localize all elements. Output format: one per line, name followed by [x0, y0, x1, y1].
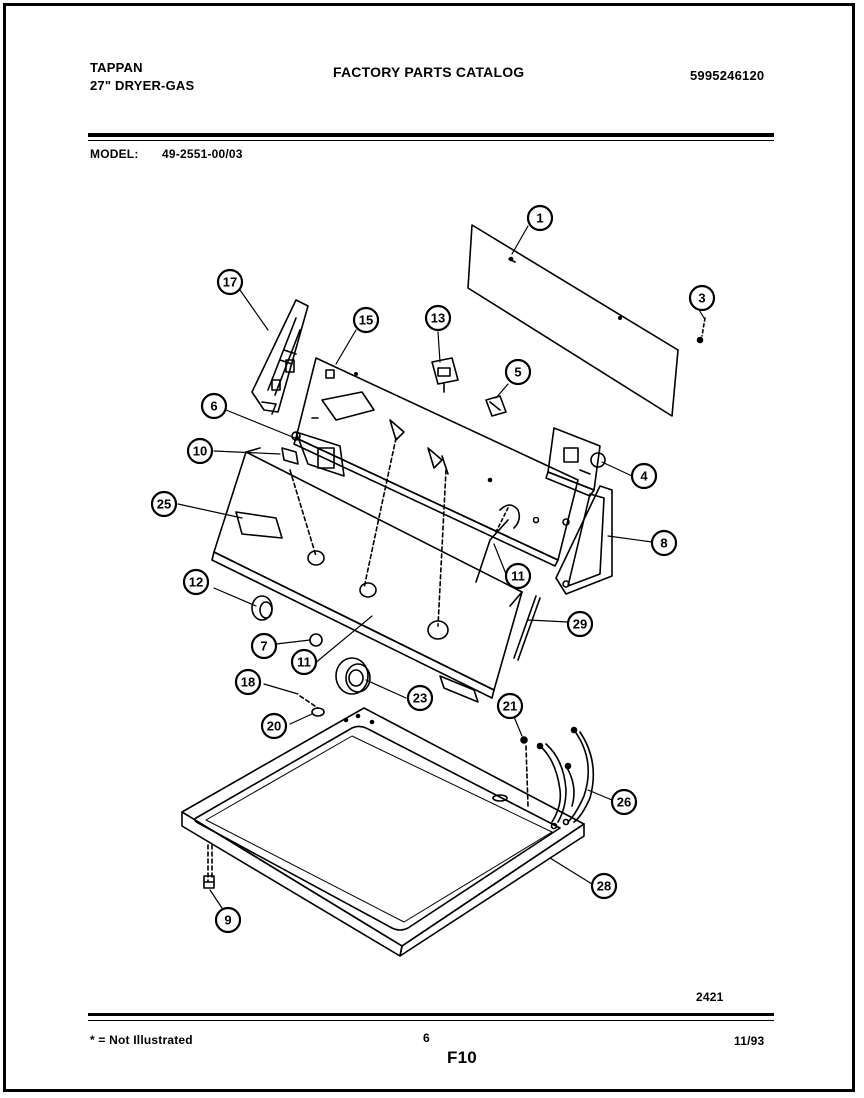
- callout-29: 29: [566, 610, 594, 638]
- callout-number: 7: [260, 639, 267, 654]
- callout-5: 5: [504, 358, 532, 386]
- callout-4: 4: [630, 462, 658, 490]
- callout-number: 11: [511, 569, 525, 584]
- assembly-lines: [207, 437, 529, 883]
- callout-number: 3: [698, 291, 705, 306]
- callout-7: 7: [250, 632, 278, 660]
- part-end-cap: [555, 485, 613, 595]
- callout-11: 11: [290, 648, 318, 676]
- drawing-number: 2421: [696, 990, 724, 1004]
- callout-9: 9: [214, 906, 242, 934]
- callout-number: 6: [210, 399, 217, 414]
- callout-number: 10: [193, 444, 207, 459]
- product-name: 27" DRYER-GAS: [90, 78, 195, 93]
- part-bracket-17: [251, 299, 309, 415]
- brand-name: TAPPAN: [90, 60, 143, 75]
- callout-15: 15: [352, 306, 380, 334]
- part-clip-13: [431, 357, 459, 393]
- callout-number: 21: [503, 699, 517, 714]
- header-rule-thin: [88, 140, 774, 141]
- callout-number: 1: [536, 211, 543, 226]
- callout-number: 23: [413, 691, 427, 706]
- panel-clips: [389, 419, 449, 475]
- part-screw-20: [311, 707, 325, 717]
- part-screw: [696, 317, 706, 344]
- page-border: [3, 3, 855, 1092]
- callout-number: 5: [514, 365, 521, 380]
- part-screw-21: [520, 736, 528, 744]
- callout-8: 8: [650, 529, 678, 557]
- callout-3: 3: [688, 284, 716, 312]
- callout-28: 28: [590, 872, 618, 900]
- callout-number: 20: [267, 719, 281, 734]
- callout-10: 10: [186, 437, 214, 465]
- callout-23: 23: [406, 684, 434, 712]
- callout-number: 11: [297, 655, 311, 670]
- callout-number: 9: [224, 913, 231, 928]
- part-timer: [545, 427, 606, 497]
- not-illustrated-note: * = Not Illustrated: [90, 1033, 193, 1047]
- callout-11: 11: [504, 562, 532, 590]
- footer-rule-thick: [88, 1013, 774, 1016]
- part-control-panel: [293, 357, 579, 567]
- callout-number: 8: [660, 536, 667, 551]
- part-knob-12: [251, 595, 273, 621]
- callout-number: 13: [431, 311, 445, 326]
- callout-number: 4: [640, 469, 648, 484]
- callout-21: 21: [496, 692, 524, 720]
- callout-25: 25: [150, 490, 178, 518]
- part-lamp-holder: [281, 431, 345, 477]
- callout-12: 12: [182, 568, 210, 596]
- model-number: 49-2551-00/03: [162, 147, 243, 161]
- part-console-front: [211, 447, 523, 703]
- part-switch-5: [485, 395, 507, 417]
- footer-date: 11/93: [734, 1034, 765, 1048]
- part-wire-harness: [475, 504, 521, 583]
- footer-rule-thin: [88, 1020, 774, 1021]
- callout-number: 28: [597, 879, 611, 894]
- callout-number: 15: [359, 313, 373, 328]
- header-rule-thick: [88, 133, 774, 137]
- callout-6: 6: [200, 392, 228, 420]
- callout-number: 17: [223, 275, 237, 290]
- part-rod: [513, 595, 541, 661]
- callout-13: 13: [424, 304, 452, 332]
- catalog-number: 5995246120: [690, 68, 765, 83]
- callout-17: 17: [216, 268, 244, 296]
- callout-1: 1: [526, 204, 554, 232]
- callout-leaders: [177, 225, 705, 915]
- part-knob-23: [335, 657, 371, 695]
- part-top-panel: [181, 707, 585, 957]
- callout-number: 29: [573, 617, 587, 632]
- part-rear-panel: [467, 224, 679, 417]
- callout-18: 18: [234, 668, 262, 696]
- callout-number: 18: [241, 675, 255, 690]
- callout-number: 25: [157, 497, 171, 512]
- figure-number: F10: [447, 1048, 477, 1067]
- callout-number: 26: [617, 795, 631, 810]
- catalog-title: FACTORY PARTS CATALOG: [333, 64, 525, 80]
- callout-26: 26: [610, 788, 638, 816]
- part-button-7: [309, 633, 323, 647]
- callout-number: 12: [189, 575, 203, 590]
- part-foot-9: [203, 875, 215, 889]
- part-harness-26: [536, 726, 595, 823]
- callout-20: 20: [260, 712, 288, 740]
- model-label: MODEL:: [90, 147, 139, 161]
- page-number: 6: [423, 1031, 430, 1045]
